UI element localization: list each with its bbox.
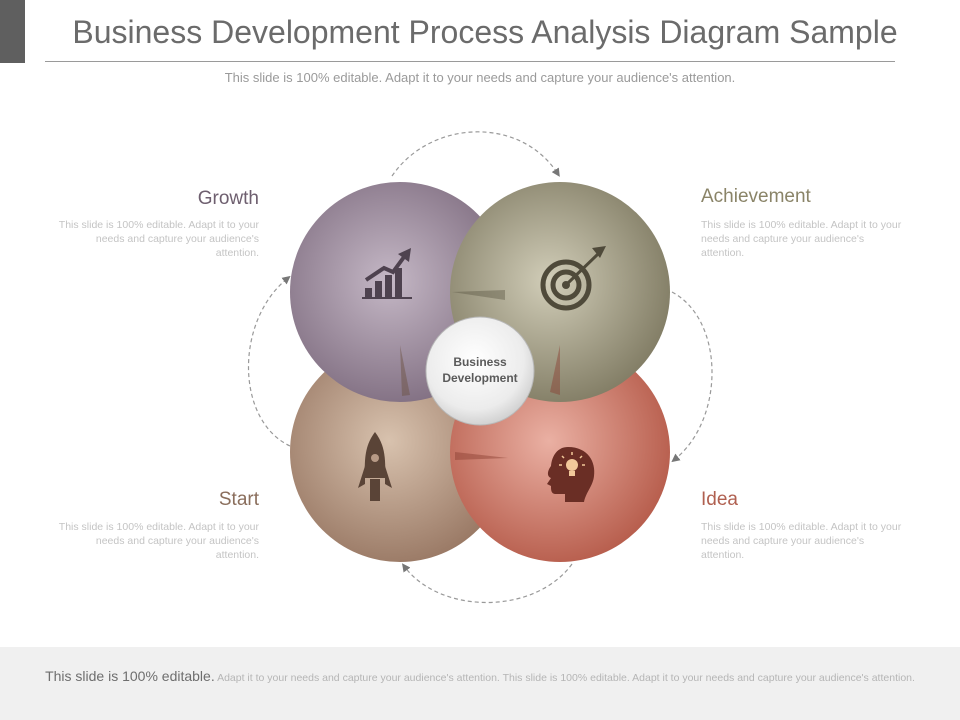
- target-icon: [540, 246, 606, 311]
- cycle-arrow-bottom: [402, 563, 573, 603]
- footer-text: This slide is 100% editable. Adapt it to…: [30, 669, 930, 685]
- page-subtitle: This slide is 100% editable. Adapt it to…: [224, 70, 736, 85]
- corner-accent: [0, 0, 25, 63]
- center-circle: [425, 316, 535, 426]
- achievement-label: Achievement: [701, 186, 811, 207]
- cycle-arrow-right: [671, 291, 713, 463]
- idea-description: This slide is 100% editable. Adapt it to…: [701, 521, 902, 561]
- fold-shadow: [550, 345, 560, 395]
- growth-description: This slide is 100% editable. Adapt it to…: [58, 219, 259, 259]
- center-label-line2: Development: [442, 371, 518, 385]
- head-lightbulb-icon: [547, 447, 595, 502]
- start-label: Start: [218, 489, 259, 510]
- title-divider: [45, 61, 895, 62]
- growth-label: Growth: [197, 188, 259, 209]
- growth-chart-icon: [362, 248, 412, 299]
- achievement-description: This slide is 100% editable. Adapt it to…: [701, 219, 902, 259]
- page-title: Business Development Process Analysis Di…: [72, 14, 898, 50]
- start-description: This slide is 100% editable. Adapt it to…: [58, 521, 259, 561]
- cycle-arrow-top: [391, 131, 560, 177]
- idea-label: Idea: [701, 489, 738, 510]
- fold-shadow: [452, 290, 505, 300]
- footer-bar: This slide is 100% editable. Adapt it to…: [0, 647, 960, 720]
- cycle-arrow-left: [247, 275, 291, 447]
- center-label: Business Development: [428, 318, 532, 422]
- fold-shadow: [400, 345, 410, 396]
- rocket-icon: [358, 432, 392, 501]
- center-label-line1: Business: [453, 355, 507, 369]
- fold-shadow: [455, 452, 508, 460]
- footer-lead: This slide is 100% editable.: [45, 668, 215, 684]
- footer-body: Adapt it to your needs and capture your …: [217, 672, 915, 684]
